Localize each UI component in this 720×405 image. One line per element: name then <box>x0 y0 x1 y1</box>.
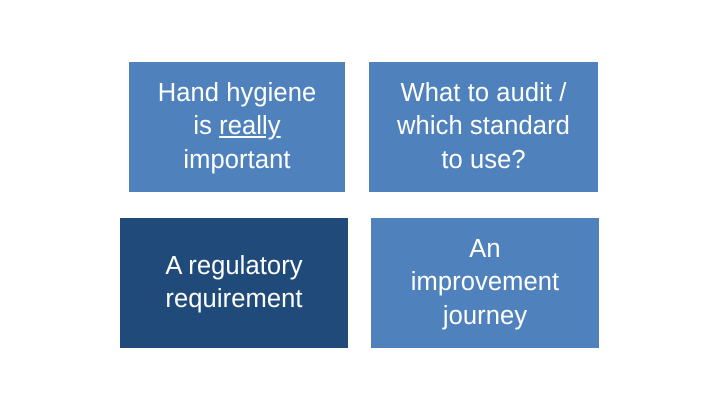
tile-hand-hygiene-line-1: Hand hygiene <box>157 79 317 108</box>
tile-hand-hygiene-line-2-prefix: is <box>193 112 220 141</box>
tile-regulatory-requirement-text: A regulatory requirement <box>128 250 340 316</box>
tile-improvement-journey[interactable]: An improvement journey <box>371 218 599 348</box>
tile-improvement-journey-line-3: journey <box>442 301 528 330</box>
tile-what-to-audit-text: What to audit / which standard to use? <box>377 77 590 176</box>
tile-hand-hygiene-emphasis-really: really <box>219 112 281 141</box>
tile-what-to-audit-line-1: What to audit / <box>400 79 567 108</box>
tile-regulatory-requirement-line-2: requirement <box>165 285 303 313</box>
tile-what-to-audit-line-2: which standard <box>397 112 570 141</box>
tile-improvement-journey-line-1: An <box>469 235 501 264</box>
tile-improvement-journey-text: An improvement journey <box>379 233 591 332</box>
tile-hand-hygiene[interactable]: Hand hygiene is really important <box>129 62 345 192</box>
tile-what-to-audit-line-3: to use? <box>441 145 526 174</box>
tile-what-to-audit[interactable]: What to audit / which standard to use? <box>369 62 598 192</box>
tile-hand-hygiene-text: Hand hygiene is really important <box>137 77 337 176</box>
tile-regulatory-requirement-line-1: A regulatory <box>165 251 303 280</box>
tile-hand-hygiene-line-3: important <box>183 145 291 174</box>
tile-improvement-journey-line-2: improvement <box>410 268 560 297</box>
tile-regulatory-requirement[interactable]: A regulatory requirement <box>120 218 348 348</box>
